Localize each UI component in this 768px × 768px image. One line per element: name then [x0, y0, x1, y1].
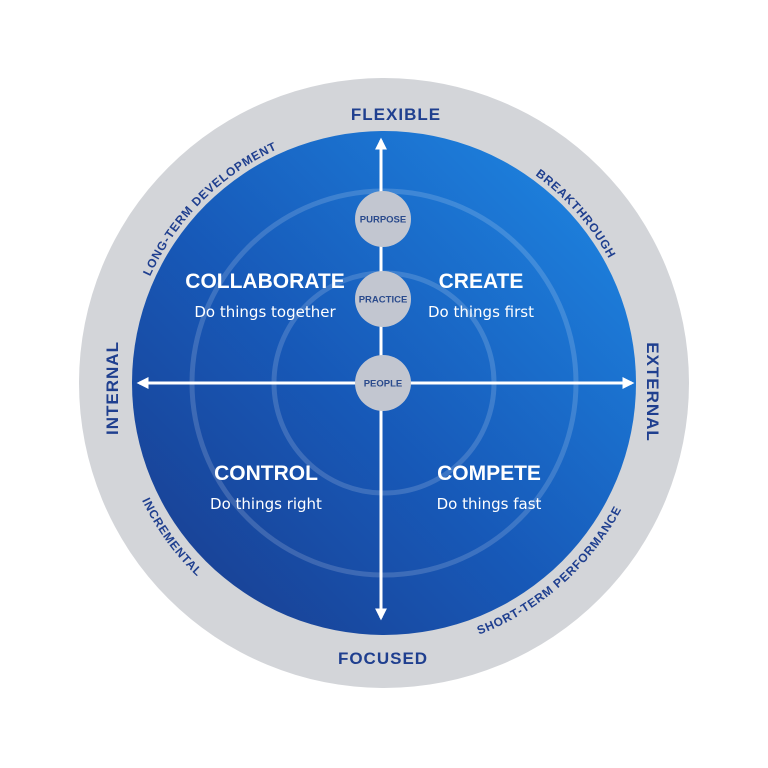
quadrant-create: CREATE Do things first: [428, 270, 534, 321]
quadrant-create-subtitle: Do things first: [428, 303, 534, 321]
hub-people: PEOPLE: [355, 355, 411, 411]
quadrant-compete: COMPETE Do things fast: [437, 462, 542, 513]
quadrant-compete-title: COMPETE: [437, 462, 541, 485]
quadrant-collaborate-subtitle: Do things together: [194, 303, 336, 321]
quadrant-control-subtitle: Do things right: [210, 495, 322, 513]
axis-label-right: EXTERNAL: [643, 342, 662, 442]
quadrant-compete-subtitle: Do things fast: [437, 495, 542, 513]
axis-label-bottom: FOCUSED: [338, 649, 428, 668]
quadrant-collaborate: COLLABORATE Do things together: [185, 270, 344, 321]
hub-purpose-label: PURPOSE: [360, 215, 406, 226]
quadrant-create-title: CREATE: [439, 270, 524, 293]
quadrant-collaborate-title: COLLABORATE: [185, 270, 344, 293]
hub-people-label: PEOPLE: [364, 379, 403, 390]
hub-purpose: PURPOSE: [355, 191, 411, 247]
quadrant-control-title: CONTROL: [214, 462, 318, 485]
quadrant-control: CONTROL Do things right: [210, 462, 322, 513]
axis-label-left: INTERNAL: [103, 341, 122, 435]
hub-practice: PRACTICE: [355, 271, 411, 327]
hub-practice-label: PRACTICE: [359, 295, 408, 306]
axis-label-top: FLEXIBLE: [351, 105, 441, 124]
